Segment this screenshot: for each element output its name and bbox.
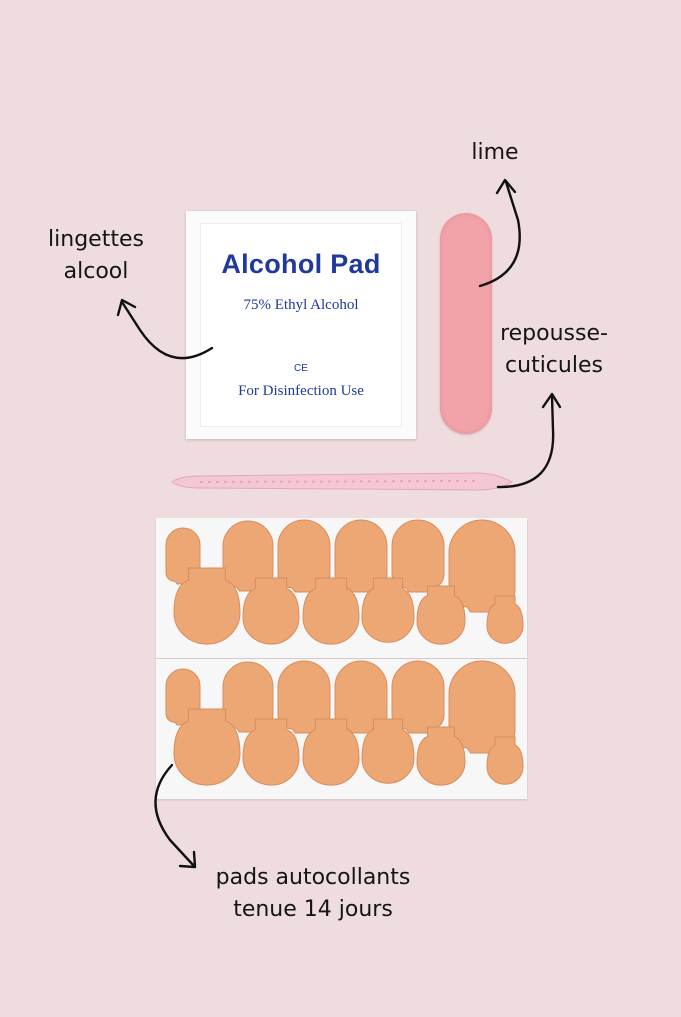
packet-usage: For Disinfection Use xyxy=(238,383,364,399)
label-pads-autocollants: pads autocollants tenue 14 jours xyxy=(198,862,428,926)
nail-pad xyxy=(361,718,415,784)
arrow-repousse xyxy=(496,394,555,489)
label-repousse-line2: cuticules xyxy=(505,353,603,378)
label-lime: lime xyxy=(471,140,519,165)
nail-pad xyxy=(242,718,300,786)
nail-file xyxy=(440,213,492,434)
arrow-lime xyxy=(478,180,521,288)
arrow-pads xyxy=(154,763,196,868)
nail-pad xyxy=(302,577,360,645)
label-pads-line1: pads autocollants xyxy=(215,865,411,890)
packet-seal xyxy=(200,223,402,427)
nail-pad xyxy=(302,718,360,786)
nail-pad xyxy=(173,708,241,786)
packet-mark: CE xyxy=(294,363,308,374)
label-lingettes-line2: alcool xyxy=(63,259,129,284)
nail-pad xyxy=(416,726,466,786)
nail-pad xyxy=(486,595,524,644)
nail-pad xyxy=(173,567,241,645)
label-repousse-line1: repousse- xyxy=(500,321,608,346)
nail-pad xyxy=(416,585,466,645)
label-repousse-cuticules: repousse- cuticules xyxy=(488,318,620,382)
packet-subtitle: 75% Ethyl Alcohol xyxy=(243,297,359,313)
nail-pad xyxy=(242,577,300,645)
nail-pad xyxy=(361,577,415,643)
label-pads-line2: tenue 14 jours xyxy=(233,897,393,922)
arrow-lingettes xyxy=(120,300,214,360)
nail-pad xyxy=(486,736,524,785)
label-lingettes-line1: lingettes xyxy=(48,227,144,252)
packet-title: Alcohol Pad xyxy=(221,249,381,279)
label-lingettes-alcool: lingettes alcool xyxy=(38,224,154,288)
alcohol-pad-packet: Alcohol Pad 75% Ethyl Alcohol CE For Dis… xyxy=(186,211,416,439)
